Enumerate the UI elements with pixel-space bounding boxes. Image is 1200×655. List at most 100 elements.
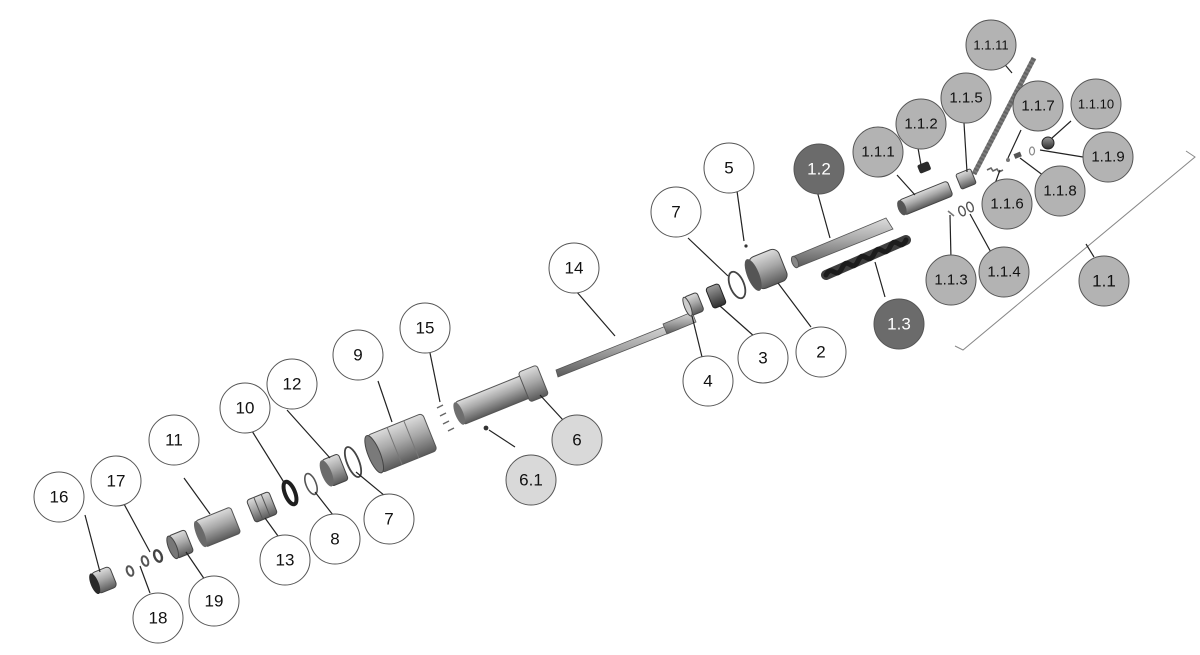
part-11-sleeve (193, 507, 241, 548)
callout-1-3-label: 1.3 (887, 315, 911, 334)
part-10-seal (281, 479, 299, 507)
callout-11: 11 (148, 414, 200, 466)
part-9-housing (364, 413, 437, 474)
callout-3: 3 (737, 332, 789, 384)
callout-16: 16 (33, 471, 85, 523)
part-1-1-3-pin (947, 210, 955, 217)
callout-18-label: 18 (149, 609, 168, 628)
callout-1-1-2-label: 1.1.2 (904, 116, 937, 133)
callout-1-1-3-label: 1.1.3 (934, 272, 967, 289)
callout-10: 10 (219, 382, 271, 434)
callout-1-1-4: 1.1.4 (978, 246, 1030, 298)
callout-16-label: 16 (50, 488, 69, 507)
part-1-1-2-key (917, 161, 931, 174)
callout-1-3: 1.3 (873, 298, 925, 350)
callout-17-label: 17 (107, 472, 126, 491)
callout-1-1-11-label: 1.1.11 (973, 38, 1008, 53)
callout-1-1-10: 1.1.10 (1070, 78, 1122, 130)
callout-8: 8 (309, 513, 361, 565)
part-1-1-9-ring (1028, 146, 1036, 156)
callout-1-1-1-label: 1.1.1 (861, 144, 894, 161)
part-7-oring-left (343, 446, 363, 478)
callout-7-left-label: 7 (384, 510, 393, 529)
callout-7-left: 7 (363, 493, 415, 545)
callout-14-label: 14 (565, 259, 584, 278)
callout-1-1-6-label: 1.1.6 (990, 196, 1023, 213)
callout-19: 19 (188, 575, 240, 627)
callout-14: 14 (548, 242, 600, 294)
part-19-nut (166, 529, 194, 560)
callout-5-label: 5 (724, 159, 733, 178)
part-2-nozzle (744, 248, 788, 291)
callout-1-1-9-label: 1.1.9 (1091, 149, 1124, 166)
callout-1-1-7: 1.1.7 (1012, 80, 1064, 132)
part-15-pins (436, 404, 455, 432)
callout-19-label: 19 (205, 592, 224, 611)
callout-4: 4 (682, 355, 734, 407)
callout-13-label: 13 (276, 551, 295, 570)
callout-15: 15 (399, 302, 451, 354)
part-1-1-5-block (955, 168, 977, 190)
callout-12-label: 12 (283, 375, 302, 394)
callout-2-label: 2 (816, 343, 825, 362)
callout-12: 12 (266, 358, 318, 410)
callout-1-1-5: 1.1.5 (940, 72, 992, 124)
callout-7-right-label: 7 (671, 203, 680, 222)
callout-1-1-1: 1.1.1 (852, 126, 904, 178)
part-13-coupling (246, 491, 278, 523)
callout-1-1-11: 1.1.11 (965, 19, 1017, 71)
callout-1-1-4-label: 1.1.4 (987, 264, 1020, 281)
part-14-rod (555, 311, 697, 378)
callout-9-label: 9 (353, 346, 362, 365)
callout-17: 17 (90, 455, 142, 507)
callout-7-right: 7 (650, 186, 702, 238)
callout-6-1-label: 6.1 (519, 471, 543, 490)
part-16-cap (89, 566, 117, 595)
callout-9: 9 (332, 329, 384, 381)
callout-1-2: 1.2 (793, 143, 845, 195)
callout-1-1-2: 1.1.2 (895, 98, 947, 150)
callout-6-1: 6.1 (505, 454, 557, 506)
callout-11-label: 11 (165, 431, 183, 450)
part-6-1-ball (483, 425, 489, 431)
callout-1-1-3: 1.1.3 (925, 254, 977, 306)
callout-5: 5 (703, 142, 755, 194)
callouts: 16 17 18 19 11 13 10 12 8 9 7 15 6 6.1 1… (33, 19, 1134, 644)
callout-2: 2 (795, 326, 847, 378)
part-1-1-8-piece (1013, 151, 1022, 159)
callout-1-1-9: 1.1.9 (1082, 131, 1134, 183)
assembly-1-1-bracket (954, 150, 1196, 351)
callout-1-1: 1.1 (1078, 255, 1130, 307)
part-1-1-6-spring (986, 166, 1004, 174)
part-1-1-4-rings (957, 201, 975, 217)
part-3-seal (705, 283, 727, 309)
part-12-nut (319, 454, 349, 487)
part-1-1-11-rod (971, 56, 1037, 176)
part-1-1-10-screw (1041, 136, 1055, 150)
callout-1-2-label: 1.2 (807, 160, 831, 179)
parts (89, 56, 1055, 595)
part-17-ring (152, 549, 164, 563)
callout-1-1-label: 1.1 (1092, 272, 1116, 291)
part-6-body (453, 365, 549, 425)
part-1-2-tube (790, 217, 894, 269)
callout-1-1-8-label: 1.1.8 (1043, 183, 1076, 200)
callout-3-label: 3 (758, 349, 767, 368)
callout-10-label: 10 (236, 399, 255, 418)
part-7-oring-right (727, 270, 747, 300)
callout-1-1-6: 1.1.6 (981, 178, 1033, 230)
callout-1-1-5-label: 1.1.5 (949, 90, 982, 107)
part-1-3-spring (821, 235, 911, 280)
part-1-1-7-ball (1006, 158, 1010, 162)
callout-1-1-7-label: 1.1.7 (1021, 98, 1054, 115)
part-18-rings (125, 555, 150, 577)
callout-4-label: 4 (703, 372, 712, 391)
part-1-1-1-shaft (897, 181, 953, 216)
callout-1-1-10-label: 1.1.10 (1078, 97, 1114, 112)
leader-lines (84, 59, 1095, 594)
callout-6: 6 (551, 414, 603, 466)
callout-15-label: 15 (416, 319, 435, 338)
callout-8-label: 8 (330, 530, 339, 549)
callout-18: 18 (132, 592, 184, 644)
